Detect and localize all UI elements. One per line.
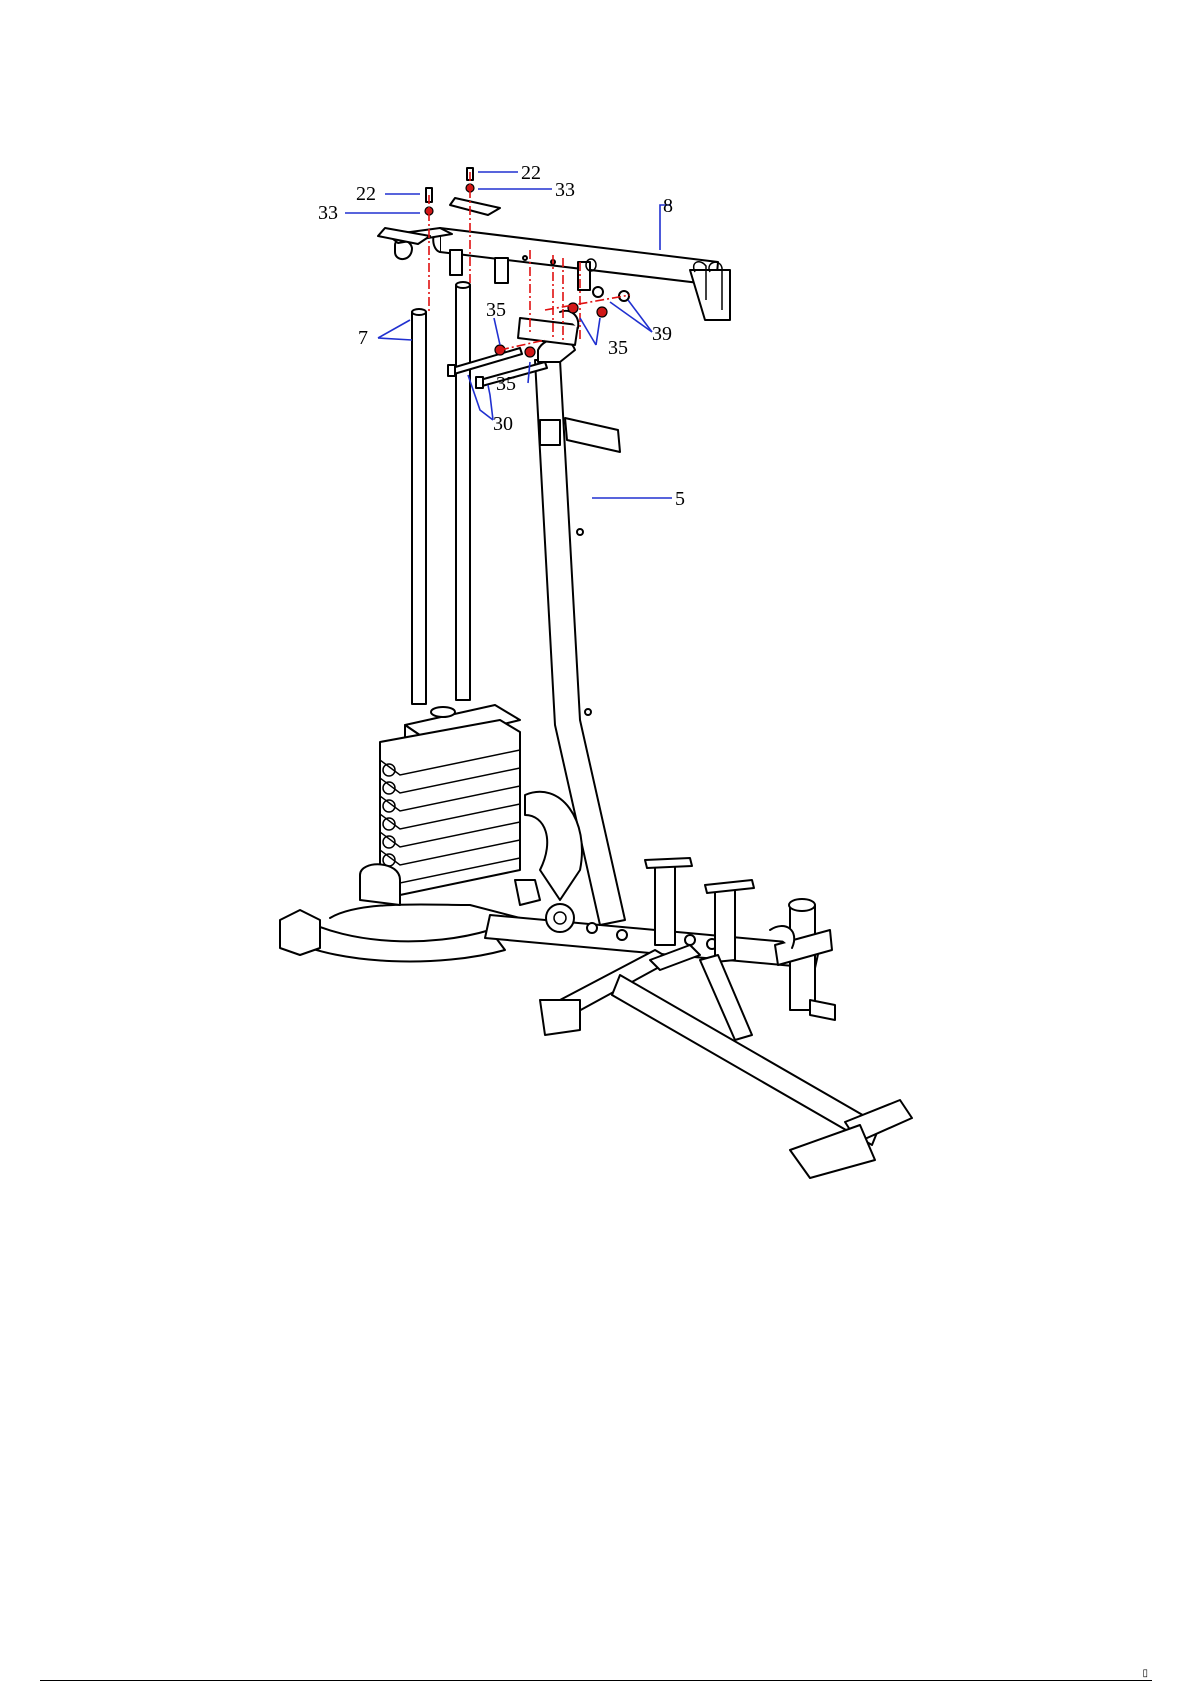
callout-35-c: 35 [496, 373, 516, 395]
callout-labels: 22 33 22 33 8 7 35 35 35 39 30 5 [318, 162, 685, 510]
callout-30: 30 [493, 413, 513, 435]
callout-22-left: 22 [356, 183, 376, 205]
callout-33-left: 33 [318, 202, 338, 224]
callout-8: 8 [663, 195, 673, 217]
callout-35-a: 35 [486, 299, 506, 321]
callout-35-b: 35 [608, 337, 628, 359]
left-base-foot [280, 904, 520, 961]
callout-33-top: 33 [555, 179, 575, 201]
leader-lines [345, 172, 672, 498]
page-bottom-rule [40, 1680, 1152, 1681]
top-beam-part-8 [378, 198, 730, 320]
page-corner-mark: ▯ [1142, 1668, 1148, 1679]
pivot-bracket [518, 311, 578, 345]
guide-rods-part-7 [412, 282, 470, 704]
weight-stack [360, 705, 582, 905]
callout-22-top: 22 [521, 162, 541, 184]
callout-39: 39 [652, 323, 672, 345]
callout-7: 7 [358, 327, 368, 349]
callout-5: 5 [675, 488, 685, 510]
